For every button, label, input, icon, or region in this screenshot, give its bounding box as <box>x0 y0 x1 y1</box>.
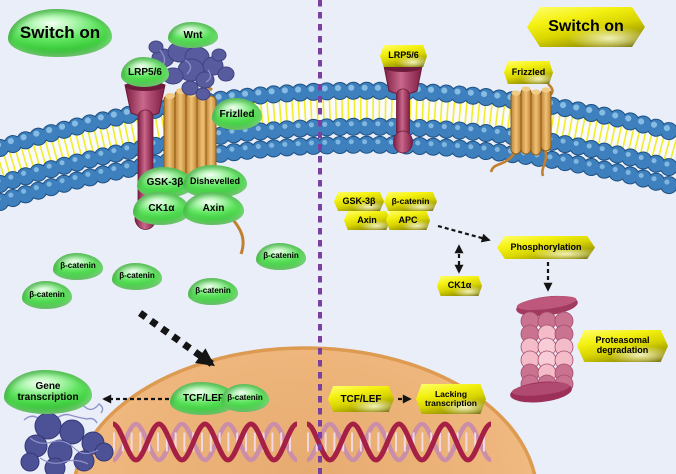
lipid-heads-inner <box>0 117 676 211</box>
switch-on-banner-right: Switch on <box>527 7 645 47</box>
axin-label-right: Axin <box>344 211 390 230</box>
b-catenin-nuclear-label: β-catenin <box>221 384 269 412</box>
dna-helix-right <box>305 421 493 463</box>
b-catenin-free-2: β-catenin <box>112 263 162 290</box>
arrow-complex-to-phosphorylation <box>437 224 491 243</box>
lipid-heads-outer <box>0 81 676 157</box>
lrp56-receptor-right <box>383 62 423 154</box>
wnt-label: Wnt <box>168 22 218 48</box>
b-catenin-free-4: β-catenin <box>188 278 238 305</box>
ck1a-label-right: CK1α <box>437 276 482 296</box>
plasma-membrane <box>0 81 676 211</box>
switch-on-banner-left: Switch on <box>8 9 112 57</box>
b-catenin-free-3: β-catenin <box>22 281 72 309</box>
arrow-bcatenin-to-nucleus <box>137 310 215 367</box>
proteasomal-degradation-label: Proteasomal degradation <box>577 330 668 362</box>
nucleus <box>73 346 537 474</box>
frizzled-receptor-right <box>489 82 554 177</box>
ck1a-label-left: CK1α <box>133 192 190 225</box>
axin-label-left: Axin <box>183 192 244 225</box>
chromatin-blob <box>20 401 114 474</box>
frizzled-label-right: Frizzled <box>504 61 553 84</box>
frizzled-label-left: Frizlled <box>212 98 262 130</box>
b-catenin-free-1: β-catenin <box>53 253 103 280</box>
phosphorylation-label: Phosphorylation <box>497 236 595 259</box>
apc-label-right: APC <box>386 211 430 230</box>
dna-helix-left <box>111 421 299 463</box>
lrp56-label-left: LRP5/6 <box>121 57 169 87</box>
lipid-tails <box>0 96 676 178</box>
gsk3b-label-right: GSK-3β <box>334 192 384 211</box>
wnt-protein <box>148 40 235 101</box>
lacking-transcription-label: Lacking transcription <box>416 384 486 414</box>
b-catenin-free-5: β-catenin <box>256 243 306 270</box>
tcf-lef-label-left: TCF/LEF <box>170 382 237 415</box>
arrows <box>102 224 553 404</box>
b-catenin-label-right: β-catenin <box>384 192 437 211</box>
gene-transcription-label: Gene transcription <box>4 370 92 414</box>
tcf-lef-label-right: TCF/LEF <box>328 386 394 412</box>
lrp56-label-right: LRP5/6 <box>380 45 427 67</box>
proteasome <box>510 295 578 403</box>
